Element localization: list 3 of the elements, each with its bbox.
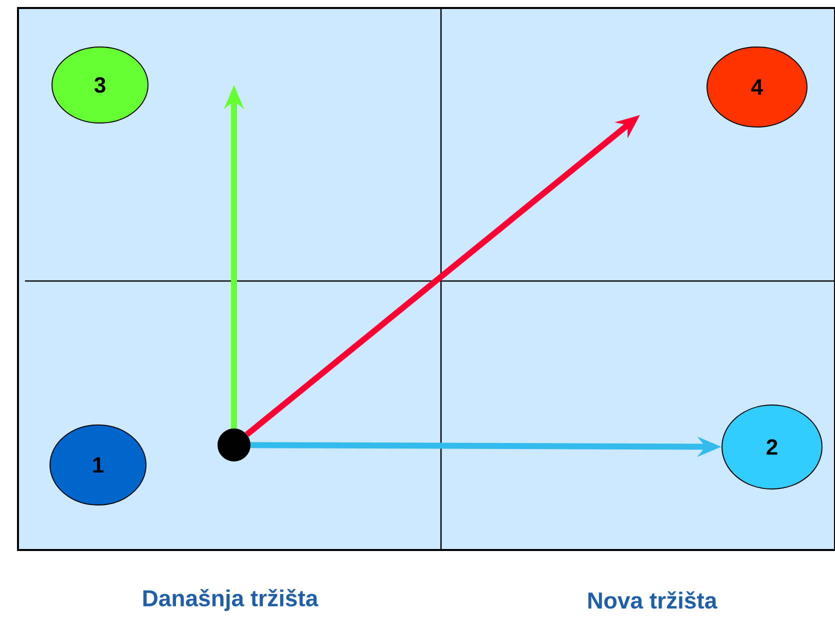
dot — [218, 428, 250, 462]
axis-label: Današnja tržišta — [143, 589, 318, 611]
axis-label: Nova tržišta — [588, 591, 718, 609]
